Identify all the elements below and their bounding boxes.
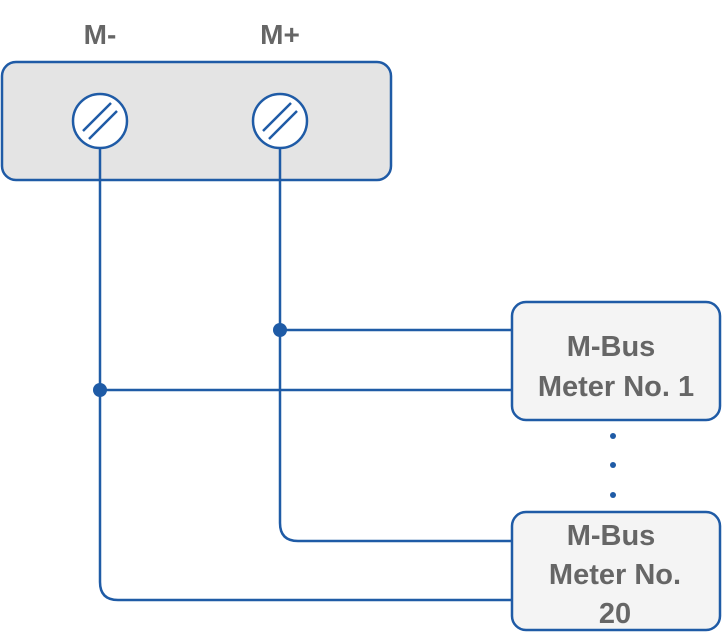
meter-20-label-line-2: Meter No.	[549, 559, 681, 591]
meter-20-label-line-1: M-Bus	[567, 520, 656, 552]
meter-1-box	[510, 300, 722, 422]
terminal-plus-label: M+	[260, 19, 300, 50]
wire-minus	[98, 146, 514, 602]
screw-terminal-plus-icon	[251, 92, 309, 150]
meter-20-label-line-3: 20	[599, 598, 631, 630]
terminal-block	[0, 60, 393, 182]
wire-plus	[278, 146, 514, 543]
ellipsis-dots	[610, 433, 616, 498]
junction-dot-minus	[93, 383, 107, 397]
meter-1-label-line-2: Meter No. 1	[538, 371, 694, 403]
wires	[98, 146, 514, 602]
meter-1-label-line-1: M-Bus	[567, 331, 656, 363]
meter-20-box	[510, 510, 722, 632]
terminal-minus-label: M-	[84, 19, 117, 50]
junction-dot-plus	[273, 323, 287, 337]
screw-terminal-minus-icon	[71, 92, 129, 150]
